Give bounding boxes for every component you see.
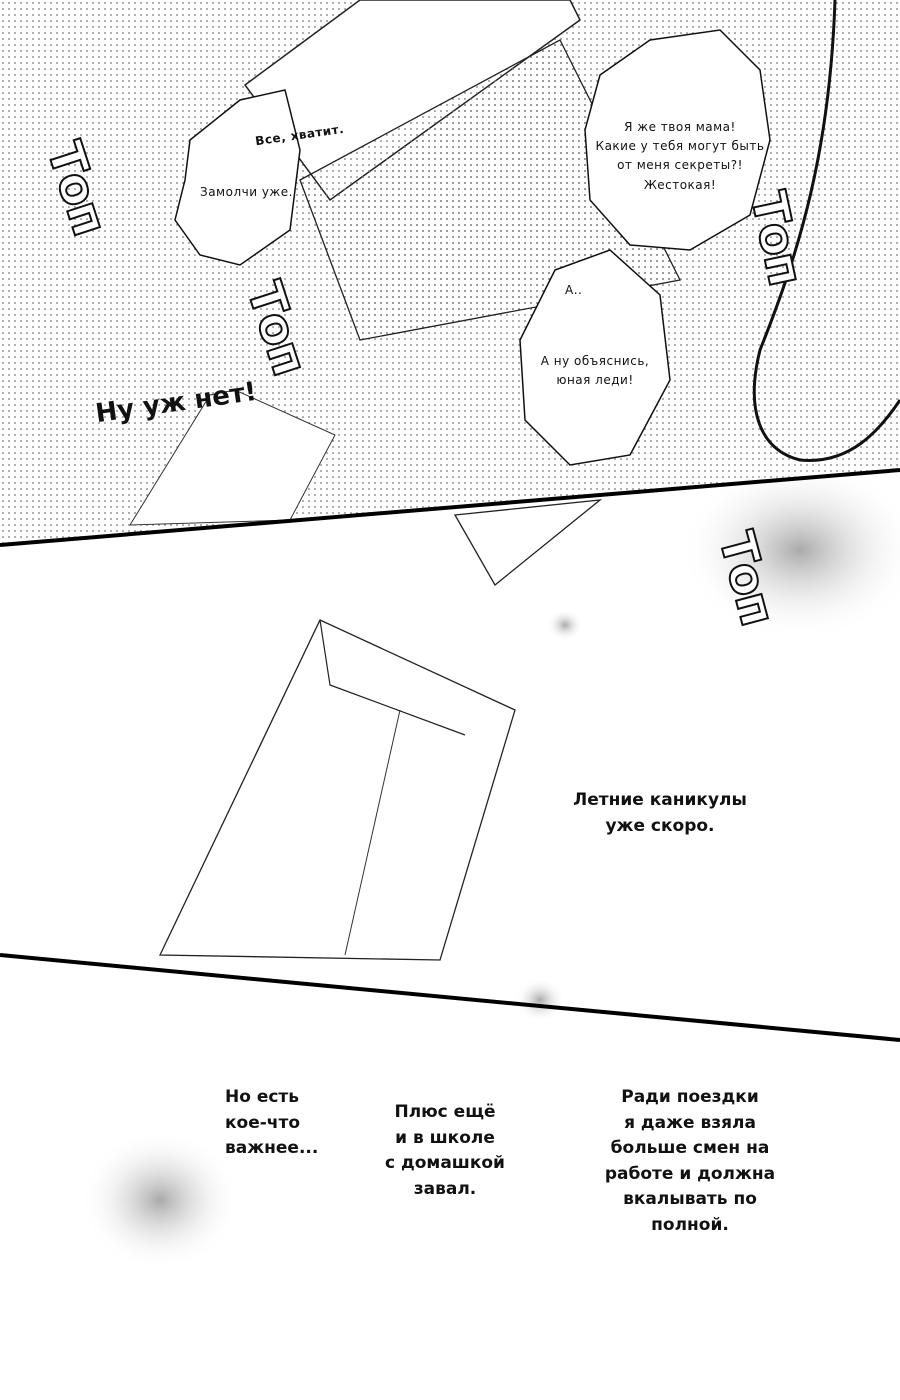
envelope-falling [129, 389, 336, 526]
line: Какие у тебя могут быть [595, 139, 765, 154]
envelope-middle [453, 499, 603, 586]
bubble-shape-mom [584, 29, 771, 251]
line: Плюс ещё [394, 1102, 496, 1122]
line: от меня секреты?! [617, 158, 743, 173]
speech-bubble-mom: Я же твоя мама! Какие у тебя могут быть … [590, 118, 770, 195]
line: завал. [413, 1178, 477, 1199]
line: Я же твоя мама! [624, 120, 736, 134]
line: вкалывать по [623, 1189, 757, 1209]
line: работе и должна [604, 1163, 776, 1184]
line: юная леди! [556, 373, 634, 388]
speech-bubble-shut-up: Замолчи уже. [200, 185, 293, 199]
line: и в школе [395, 1127, 495, 1148]
line: с домашкой [385, 1153, 505, 1173]
line: я даже взяла [624, 1112, 756, 1133]
line: Летние каникулы [573, 790, 747, 810]
character-line [752, 0, 900, 462]
narration-summer: Летние каникулы уже скоро. [560, 788, 760, 839]
line: кое-что [225, 1112, 301, 1133]
line: Ради поездки [621, 1087, 759, 1107]
line: уже скоро. [605, 815, 715, 836]
line: важнее... [225, 1138, 319, 1158]
line: А ну объяснись, [540, 354, 650, 368]
bubble-shape-explain [519, 249, 671, 466]
line: Жестокая! [643, 177, 717, 192]
panel-border-2 [0, 953, 900, 1042]
caption-1: Но есть кое-что важнее... [225, 1085, 345, 1162]
envelope-large [158, 619, 516, 961]
caption-3: Ради поездки я даже взяла больше смен на… [585, 1085, 795, 1238]
speech-bubble-a: А.. [565, 283, 583, 297]
line: больше смен на [610, 1138, 770, 1158]
bubble-shape-left [174, 89, 301, 266]
line: Но есть [225, 1087, 300, 1107]
line: полной. [651, 1214, 729, 1235]
speech-bubble-explain: А ну объяснись, юная леди! [520, 352, 670, 390]
caption-2: Плюс ещё и в школе с домашкой завал. [375, 1100, 515, 1202]
panel-border-1 [0, 468, 900, 547]
